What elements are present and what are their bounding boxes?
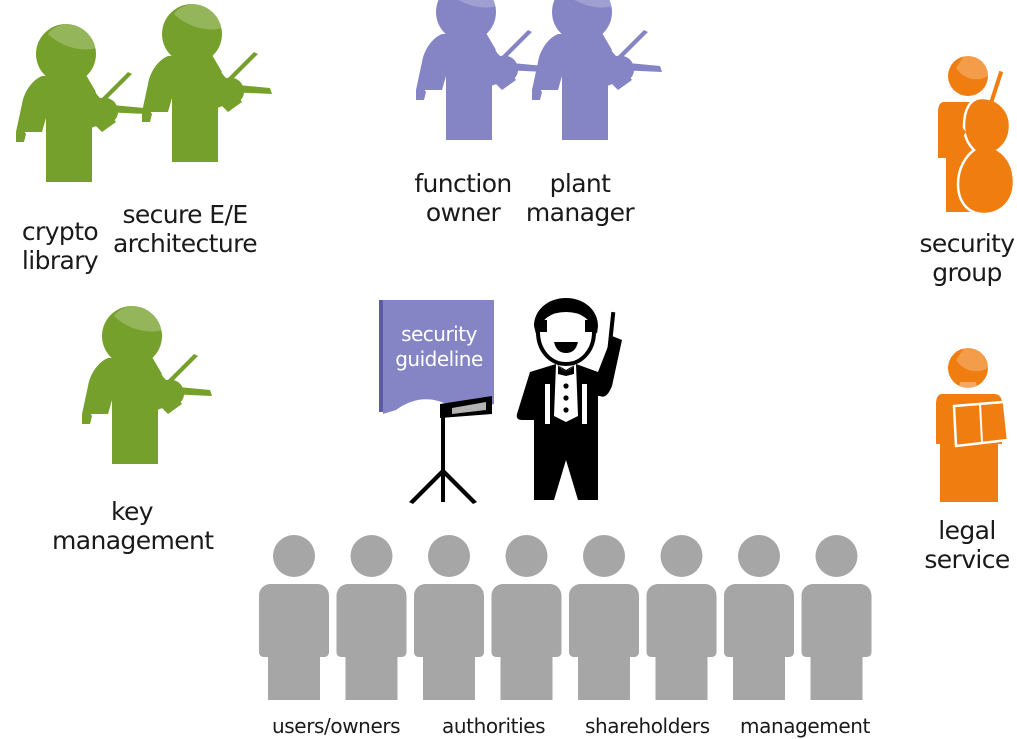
audience-label-users-owners: users/owners — [272, 714, 401, 738]
musician-key-management — [82, 305, 212, 464]
musician-crypto-library — [16, 23, 146, 182]
audience-label-authorities: authorities — [442, 714, 546, 738]
audience-person — [646, 535, 717, 700]
audience-person — [259, 535, 329, 700]
music-stand — [409, 412, 477, 504]
security-guideline-book — [379, 300, 494, 418]
audience-person — [414, 535, 484, 700]
audience-person — [801, 535, 872, 700]
label-key-management: key management — [52, 497, 214, 555]
label-crypto-library: crypto library — [21, 217, 99, 275]
audience-person — [491, 535, 562, 700]
label-secure-ee-architecture: secure E/E architecture — [112, 200, 258, 258]
audience-person — [336, 535, 407, 700]
musician-legal-service — [936, 347, 1010, 502]
label-plant-manager: plant manager — [525, 169, 635, 227]
label-function-owner: function owner — [414, 169, 512, 227]
audience-person — [724, 535, 794, 700]
security-guideline-title: security guideline — [395, 322, 483, 371]
label-security-group-text: security group — [919, 229, 1015, 287]
audience-person — [569, 535, 639, 700]
musician-security-group — [938, 55, 1016, 216]
audience-label-management: management — [740, 714, 870, 738]
musician-secure-ee-architecture — [142, 3, 272, 162]
label-legal-service: legal service — [924, 516, 1010, 574]
audience-label-shareholders: shareholders — [585, 714, 710, 738]
musician-function-owner — [416, 0, 546, 140]
musician-plant-manager — [532, 0, 662, 140]
conductor-figure — [516, 298, 622, 500]
